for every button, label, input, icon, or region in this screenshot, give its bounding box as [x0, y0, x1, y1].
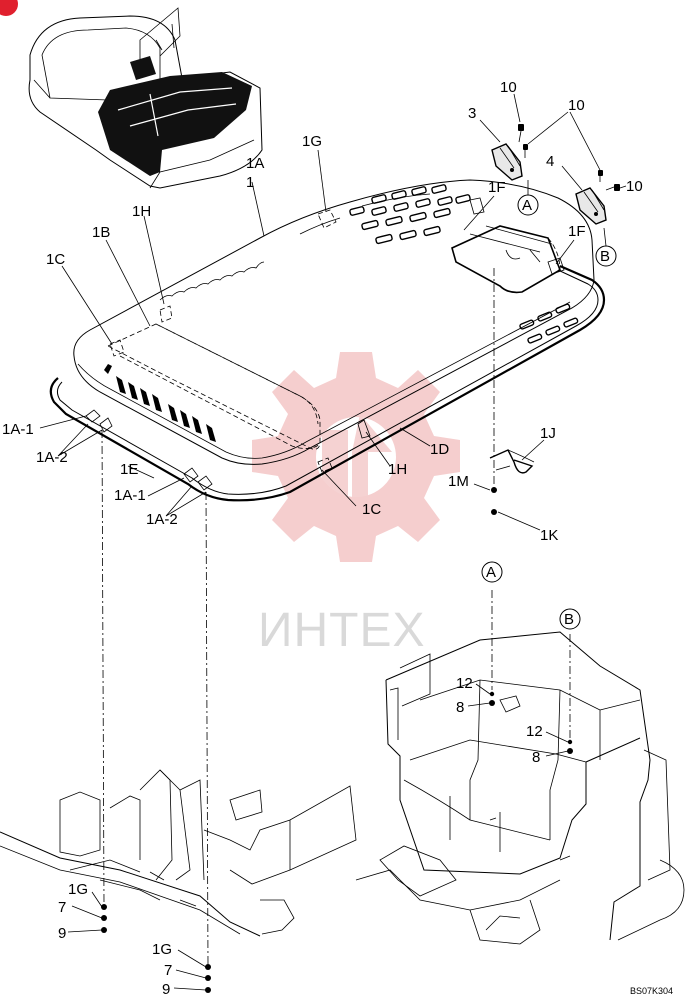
label-7-bottom-1: 7: [58, 899, 66, 916]
label-7-bottom-2: 7: [164, 962, 172, 979]
cab-floor-mat: [98, 72, 252, 176]
cab-inset-view: [28, 7, 263, 189]
bracket-1J: [489, 449, 535, 474]
callout-A-top: A: [522, 197, 532, 214]
diagram-code: BS07K304: [630, 986, 673, 996]
label-10-a: 10: [500, 79, 517, 96]
roof-hatch-opening: [451, 225, 561, 294]
label-1: 1: [246, 174, 254, 191]
label-1A-2-a: 1A-2: [36, 449, 68, 466]
label-1F-b: 1F: [568, 223, 586, 240]
label-1A-1-a: 1A-1: [2, 421, 34, 438]
callout-B-top: B: [600, 248, 610, 265]
fastener-dots: [101, 487, 573, 993]
label-1K: 1K: [540, 527, 558, 544]
label-1A-2-b: 1A-2: [146, 511, 178, 528]
hinge-3: [491, 143, 523, 181]
hinge-4: [575, 187, 607, 225]
label-1J: 1J: [540, 425, 556, 442]
bolts-10: [518, 124, 620, 191]
watermark-text: ИНТЕХ: [258, 604, 426, 657]
label-8-a: 8: [456, 699, 464, 716]
cab-base-frame: [0, 631, 685, 945]
label-1D: 1D: [430, 441, 449, 458]
roof-panel: [49, 179, 606, 502]
label-1G-top: 1G: [302, 133, 322, 150]
roof-vent-slots-left: [104, 364, 216, 442]
label-1A-1-b: 1A-1: [114, 487, 146, 504]
label-1F-a: 1F: [488, 179, 506, 196]
label-10-c: 10: [626, 178, 643, 195]
label-4: 4: [546, 153, 554, 170]
callout-B-bottom: B: [564, 611, 574, 628]
label-1G-bottom-1: 1G: [68, 881, 88, 898]
watermark-gear-logo: [252, 352, 460, 562]
label-8-b: 8: [532, 749, 540, 766]
callout-circles: [481, 180, 617, 630]
label-1A: 1A: [246, 155, 264, 172]
label-12-b: 12: [526, 723, 543, 740]
part-labels: 1A 1 1G 1F 1F 1H 1B 1C 1A-1 1A-2 1E 1A-1…: [2, 79, 673, 998]
label-1H-b: 1H: [388, 461, 407, 478]
label-1C-a: 1C: [46, 251, 65, 268]
label-1E: 1E: [120, 461, 138, 478]
label-9-bottom-1: 9: [58, 925, 66, 942]
label-3: 3: [468, 105, 476, 122]
label-12-a: 12: [456, 675, 473, 692]
label-1C-b: 1C: [362, 501, 381, 518]
callout-A-bottom: A: [486, 564, 496, 581]
corner-badge: [0, 0, 18, 16]
roof-vent-slots-top: [349, 184, 579, 344]
label-1M: 1M: [448, 473, 469, 490]
label-1G-bottom-2: 1G: [152, 941, 172, 958]
label-10-b: 10: [568, 97, 585, 114]
label-9-bottom-2: 9: [162, 981, 170, 998]
leader-lines: [39, 149, 575, 991]
label-1B: 1B: [92, 224, 110, 241]
label-1H-a: 1H: [132, 203, 151, 220]
